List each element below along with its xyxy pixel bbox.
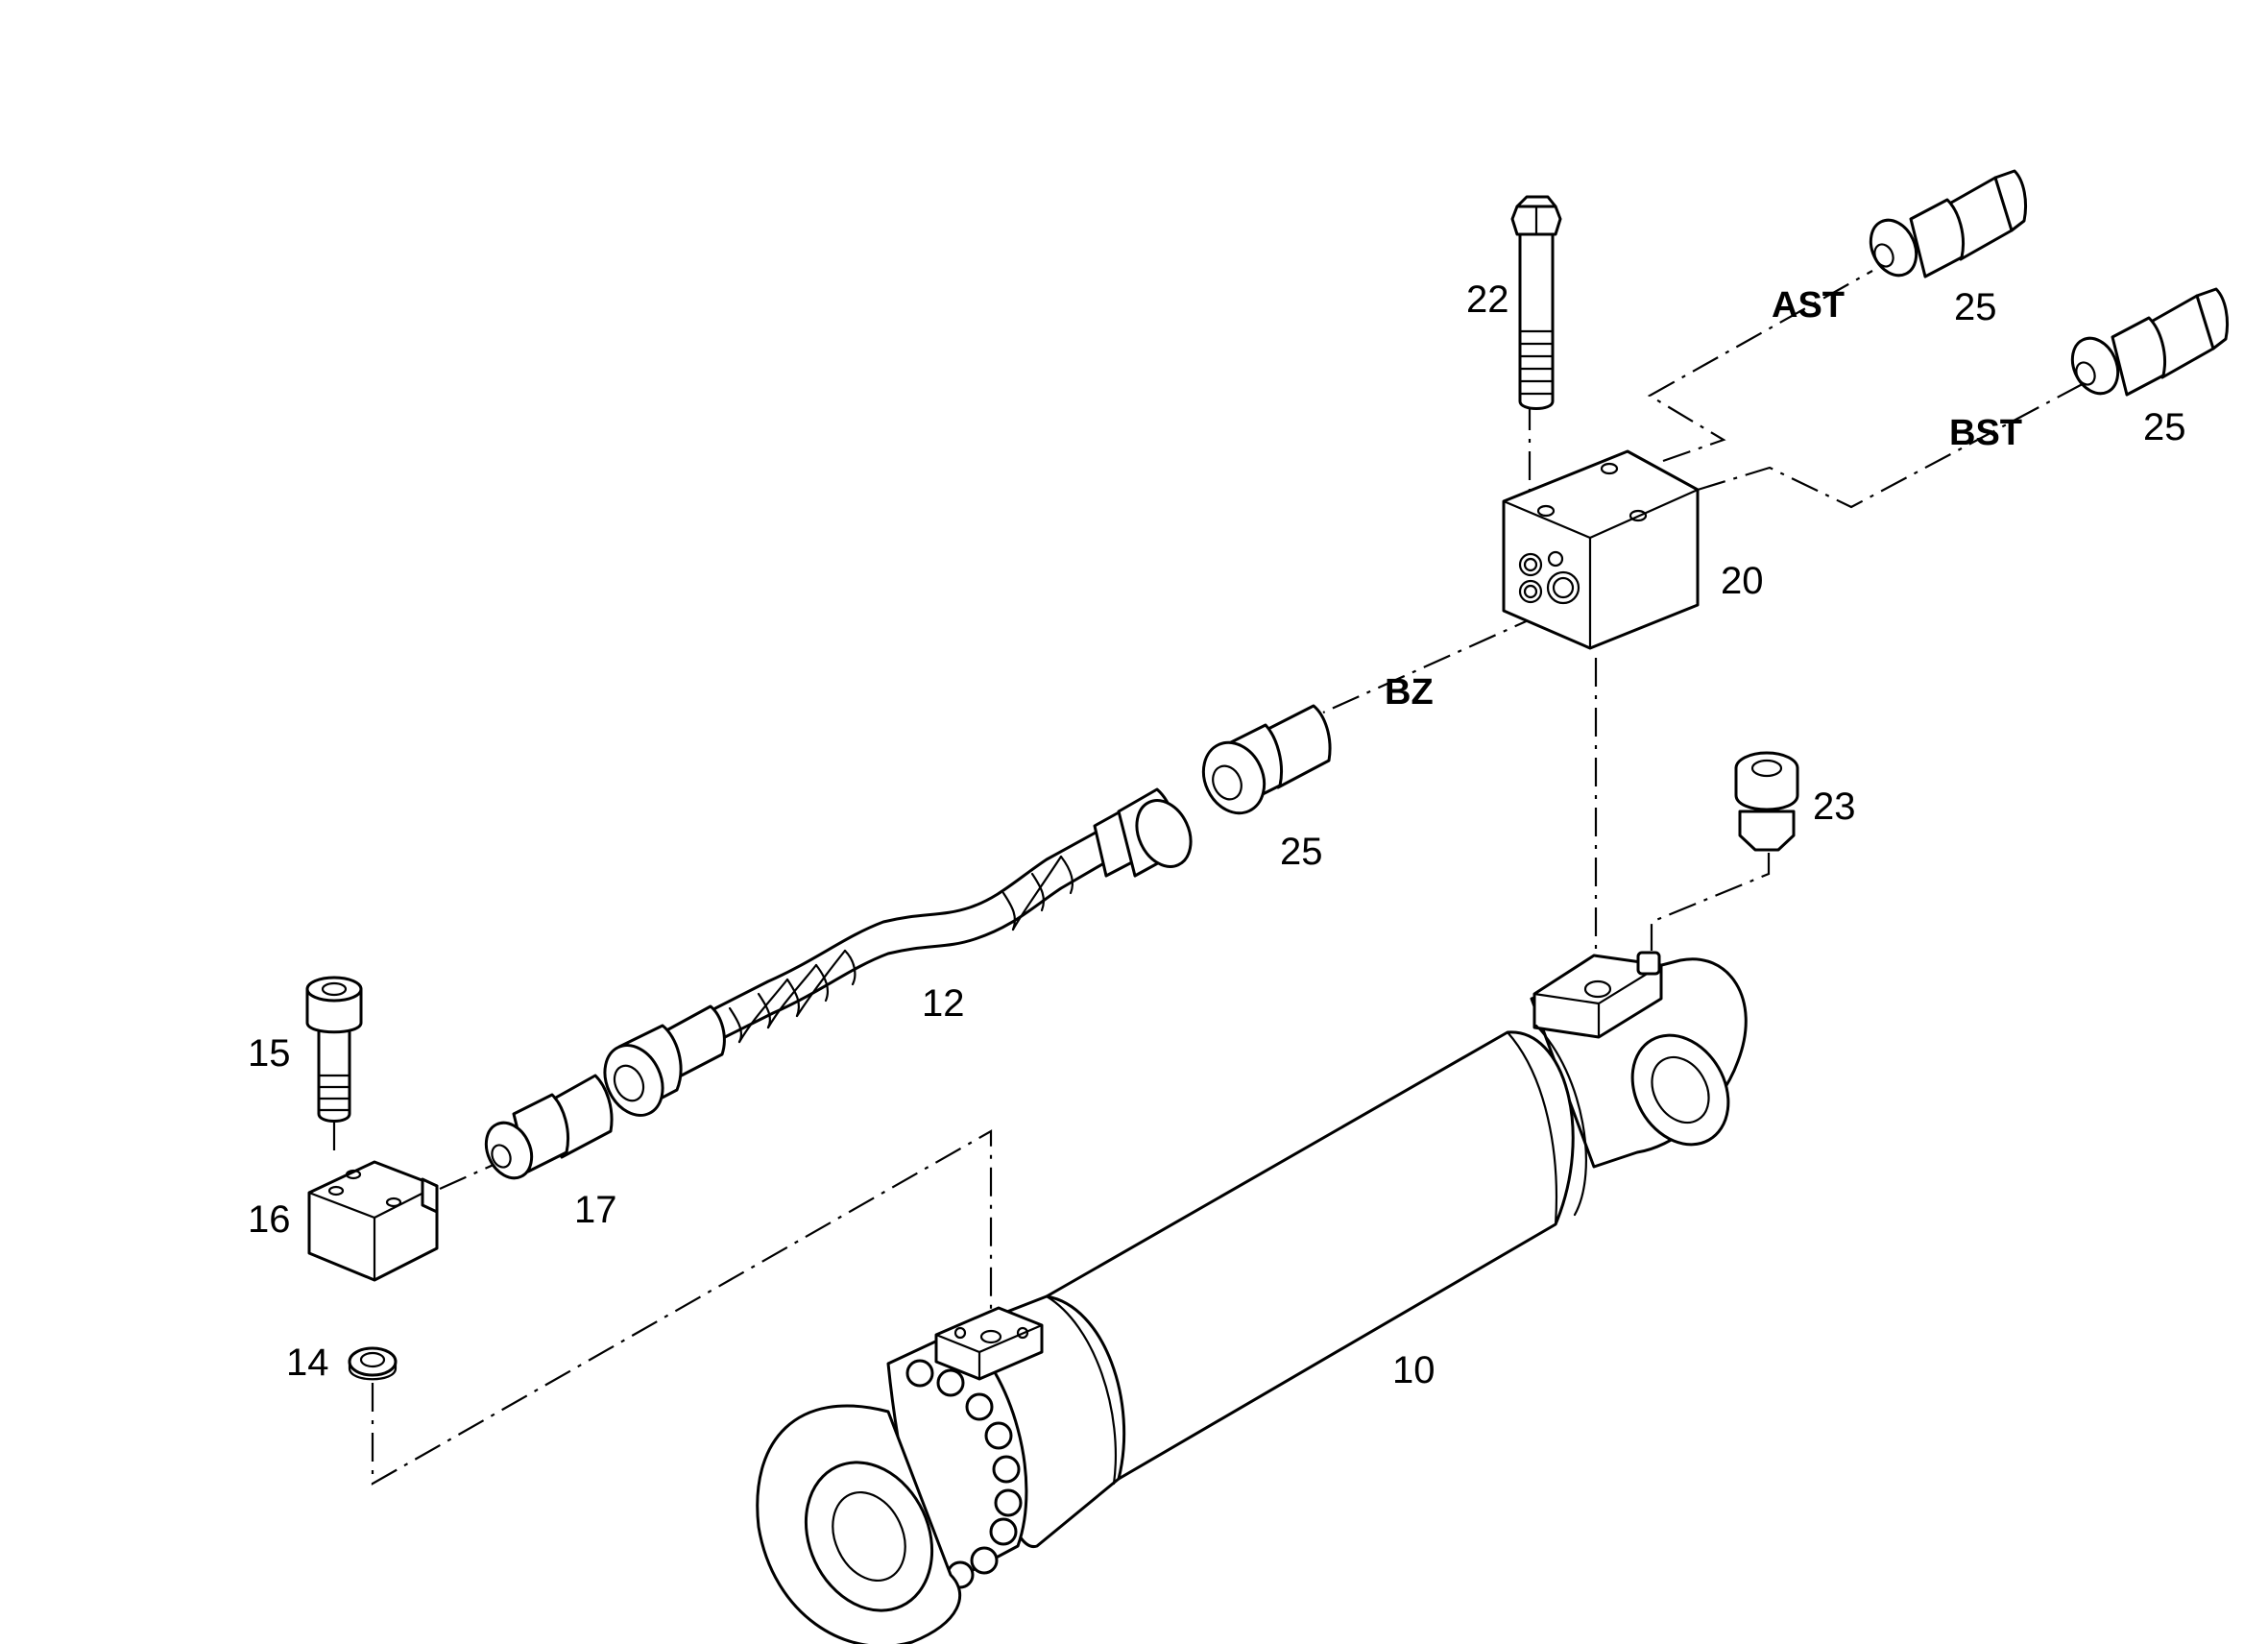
part-number-25-ast: 25 xyxy=(1954,286,1997,328)
washer-part-14 xyxy=(348,1346,398,1381)
fitting-part-25-bst xyxy=(2070,287,2230,397)
part-number-16: 16 xyxy=(248,1198,291,1241)
part-number-20: 20 xyxy=(1721,560,1764,602)
port-label-ast: AST xyxy=(1772,285,1845,326)
fitting-part-25-bz xyxy=(1201,704,1332,815)
hose-braid-pattern xyxy=(728,855,1074,1044)
part-number-10: 10 xyxy=(1392,1349,1436,1391)
part-number-25-bz: 25 xyxy=(1280,831,1323,873)
fitting-part-25-ast xyxy=(1869,169,2028,278)
part-number-12: 12 xyxy=(922,982,965,1025)
port-label-bz: BZ xyxy=(1385,672,1434,713)
part-number-14: 14 xyxy=(286,1342,329,1384)
valve-block-part-20 xyxy=(1502,449,1700,650)
hose-part-12 xyxy=(603,787,1193,1117)
part-number-22: 22 xyxy=(1466,278,1509,321)
part-number-17: 17 xyxy=(574,1189,617,1231)
part-number-23: 23 xyxy=(1813,786,1856,828)
port-label-bst: BST xyxy=(1949,413,2022,453)
part-number-labels: 10 12 14 15 16 17 20 22 23 25 25 25 xyxy=(248,278,2186,1391)
socket-screw-part-15 xyxy=(305,976,363,1123)
bolt-thread-lines xyxy=(1518,329,1555,396)
hydraulic-cylinder-part-10 xyxy=(756,951,1748,1644)
assembly-leader-lines xyxy=(332,270,2109,1486)
port-labels: AST BST BZ xyxy=(1385,285,2022,713)
hex-bolt-part-22 xyxy=(1510,195,1562,410)
flange-block-part-16 xyxy=(307,1160,439,1282)
plug-part-23 xyxy=(1734,751,1799,852)
fitting-part-17 xyxy=(484,1074,614,1180)
part-number-25-bst: 25 xyxy=(2143,406,2186,448)
part-number-15: 15 xyxy=(248,1032,291,1075)
